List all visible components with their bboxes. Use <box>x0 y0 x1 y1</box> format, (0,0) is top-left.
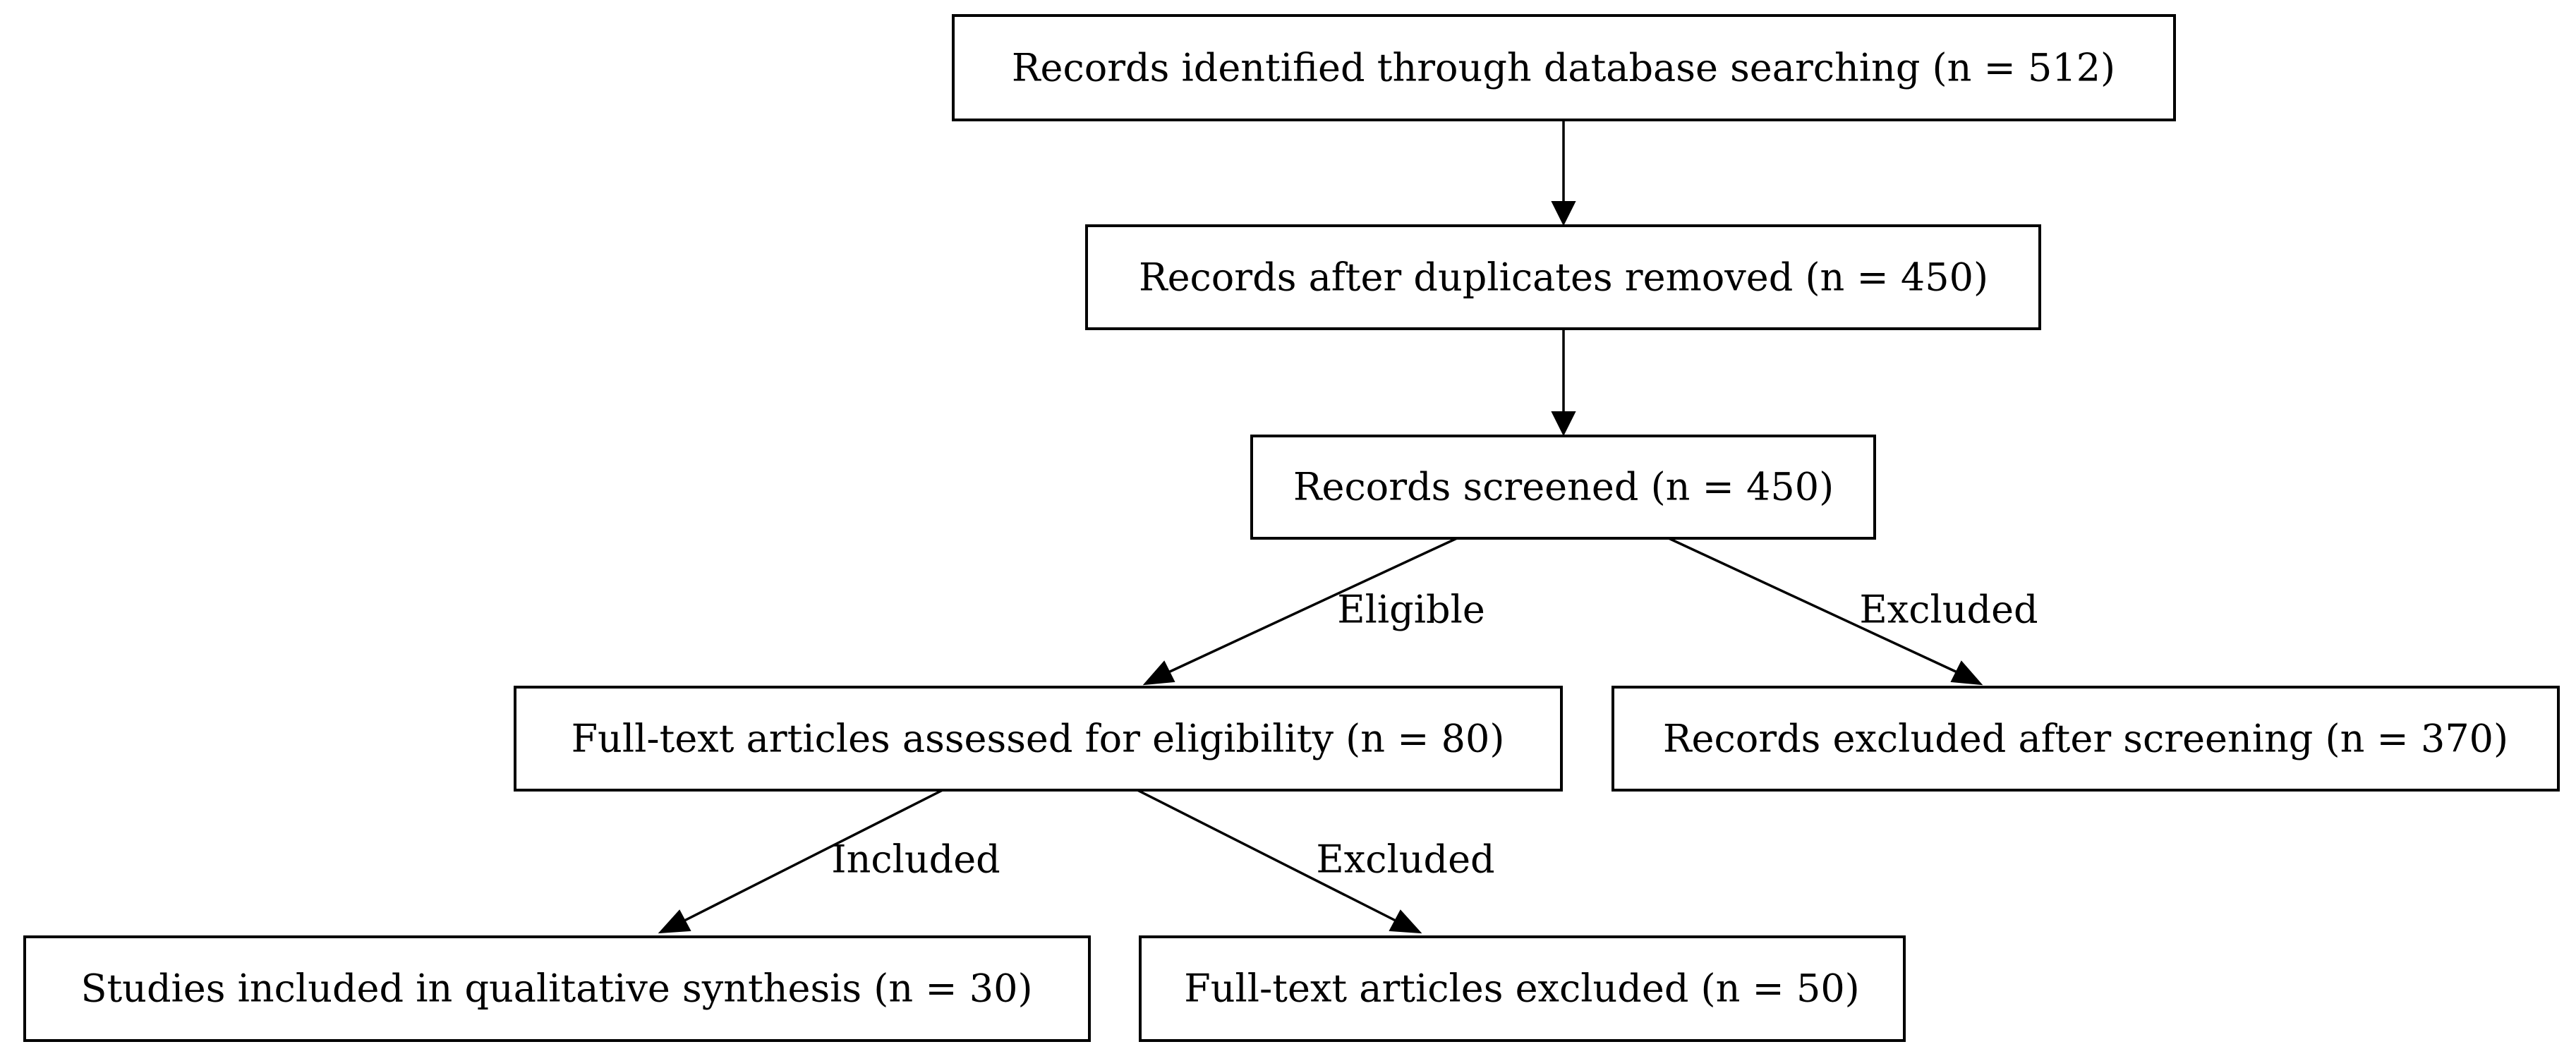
edge-screened-to-fulltext <box>1168 537 1458 674</box>
node-fulltext-excluded-label: Full-text articles excluded (n = 50) <box>1184 966 1860 1011</box>
node-screened: Records screened (n = 450) <box>1250 435 1876 540</box>
arrowhead-screen-excluded <box>1950 660 1983 686</box>
arrowhead-included <box>658 909 691 934</box>
edge-label-excluded-fulltext: Excluded <box>1316 837 1494 882</box>
node-screened-label: Records screened (n = 450) <box>1293 465 1834 509</box>
edge-fulltext-to-fulltext-excluded <box>1137 789 1396 922</box>
node-screen-excluded: Records excluded after screening (n = 37… <box>1611 686 2560 792</box>
edge-screened-to-excluded <box>1668 537 1958 674</box>
edge-fulltext-to-included <box>684 789 943 922</box>
node-included-synthesis-label: Studies included in qualitative synthesi… <box>80 966 1032 1011</box>
node-screen-excluded-label: Records excluded after screening (n = 37… <box>1663 717 2508 761</box>
edge-label-included: Included <box>831 837 1000 882</box>
arrowhead-screened <box>1551 411 1576 437</box>
node-identified-label: Records identified through database sear… <box>1012 46 2115 90</box>
node-fulltext-excluded: Full-text articles excluded (n = 50) <box>1139 935 1906 1042</box>
edge-label-eligible: Eligible <box>1337 588 1485 632</box>
node-included-synthesis: Studies included in qualitative synthesi… <box>23 935 1091 1042</box>
arrowhead-deduplicated <box>1551 201 1576 226</box>
node-deduplicated-label: Records after duplicates removed (n = 45… <box>1139 255 1988 300</box>
arrowhead-fulltext <box>1142 660 1175 686</box>
node-identified: Records identified through database sear… <box>952 14 2176 121</box>
arrowhead-fulltext-excluded <box>1389 909 1422 934</box>
node-fulltext-assessed-label: Full-text articles assessed for eligibil… <box>572 717 1505 761</box>
edge-label-excluded-screening: Excluded <box>1859 588 2038 632</box>
node-fulltext-assessed: Full-text articles assessed for eligibil… <box>514 686 1563 792</box>
node-deduplicated: Records after duplicates removed (n = 45… <box>1085 224 2041 330</box>
